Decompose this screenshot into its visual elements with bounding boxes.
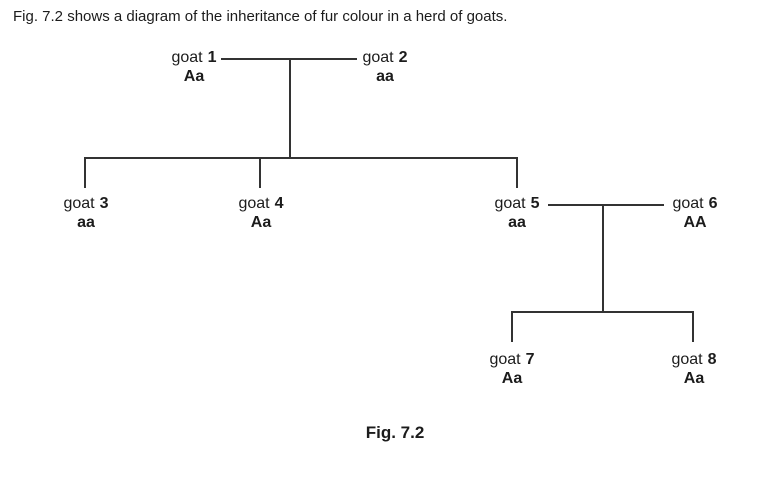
goat-3-genotype: aa bbox=[77, 214, 95, 231]
goat-4-genotype: Aa bbox=[250, 214, 272, 231]
goat-2-species: goat bbox=[362, 49, 394, 66]
goat-2-genotype: aa bbox=[376, 68, 394, 85]
goat-6-species: goat bbox=[672, 195, 704, 212]
goat-1-number: 1 bbox=[207, 49, 217, 66]
goat-3-species: goat bbox=[63, 195, 95, 212]
goat-2-number: 2 bbox=[398, 49, 408, 66]
goat-1-genotype: Aa bbox=[183, 68, 205, 85]
goat-7-genotype: Aa bbox=[501, 370, 523, 387]
goat-8-species: goat bbox=[671, 351, 703, 368]
goat-7-number: 7 bbox=[525, 351, 535, 368]
goat-8-genotype: Aa bbox=[683, 370, 705, 387]
goat-4-number: 4 bbox=[274, 195, 284, 212]
goat-3-number: 3 bbox=[99, 195, 109, 212]
goat-5-number: 5 bbox=[530, 195, 540, 212]
goat-7-species: goat bbox=[489, 351, 521, 368]
goat-4-species: goat bbox=[238, 195, 270, 212]
goat-5-species: goat bbox=[494, 195, 526, 212]
goat-1-species: goat bbox=[171, 49, 203, 66]
goat-8-number: 8 bbox=[707, 351, 717, 368]
goat-6-number: 6 bbox=[708, 195, 718, 212]
goat-5-genotype: aa bbox=[508, 214, 526, 231]
intro-text: Fig. 7.2 shows a diagram of the inherita… bbox=[13, 8, 508, 25]
goat-6-genotype: AA bbox=[683, 214, 707, 231]
figure-caption: Fig. 7.2 bbox=[365, 423, 425, 442]
